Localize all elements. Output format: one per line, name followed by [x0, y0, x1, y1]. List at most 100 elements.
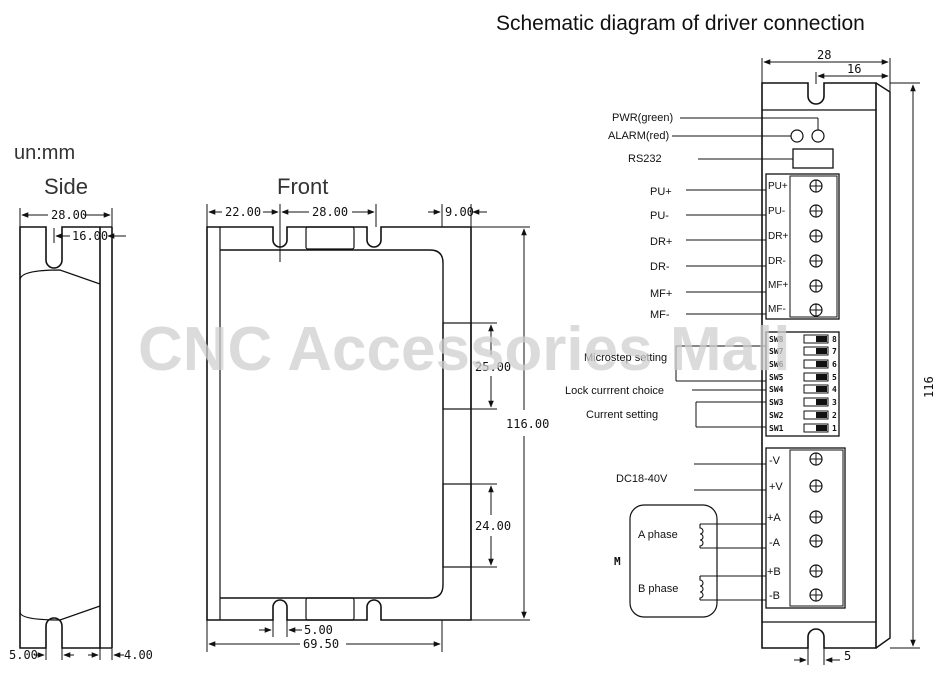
diagram-title: Schematic diagram of driver connection — [496, 12, 865, 35]
front-dim-slot: 5.00 — [304, 623, 333, 637]
switch-number: 7 — [832, 347, 837, 356]
terminal-row-neg-b: -B — [700, 588, 823, 602]
side-dim-bottom-left: 5.00 — [9, 648, 38, 662]
terminal-pin-label: PU+ — [768, 181, 788, 192]
side-dim-bottom-right: 4.00 — [124, 648, 153, 662]
signal-label: DR- — [650, 261, 670, 273]
rs232-label: RS232 — [628, 153, 662, 165]
rs232-port-icon — [792, 148, 834, 169]
signal-row-dr-plus: DR+ DR+ — [650, 229, 823, 248]
switch-label: SW8 — [769, 335, 784, 344]
dip-switch-sw3: SW3 3 — [769, 397, 837, 407]
signal-label: PU+ — [650, 186, 672, 198]
switch-number: 3 — [832, 398, 837, 407]
stepper-motor: A phase B phase M — [614, 504, 718, 618]
side-label: Side — [44, 174, 88, 199]
terminal-pin-label: MF- — [768, 304, 786, 315]
front-dim-upper: 25.00 — [475, 360, 511, 374]
switch-number: 6 — [832, 360, 837, 369]
signal-row-mf-plus: MF+ MF+ — [650, 279, 823, 300]
switch-number: 5 — [832, 373, 837, 382]
screw-terminal-icon — [809, 179, 823, 193]
side-dim-width: 28.00 — [51, 208, 87, 222]
signal-row-pu-minus: PU- PU- — [650, 204, 823, 222]
terminal-pin-label: -B — [769, 590, 780, 602]
watermark-text: CNC Accessories Mall — [138, 315, 790, 384]
terminal-pin-label: +B — [767, 566, 781, 578]
switch-label: SW5 — [769, 373, 784, 382]
side-view: Side 28.00 16.00 5.00 4.00 — [9, 174, 153, 662]
pwr-led-label: PWR(green) — [612, 112, 673, 124]
dip-switch-sw5: SW5 5 — [769, 372, 837, 382]
alarm-led-icon — [790, 129, 804, 143]
screw-terminal-icon — [809, 588, 823, 602]
unit-label: un:mm — [14, 142, 75, 164]
signal-row-dr-minus: DR- DR- — [650, 254, 823, 273]
screw-terminal-icon — [809, 510, 823, 524]
current-setting-label: Current setting — [586, 409, 658, 421]
screw-terminal-icon — [809, 479, 823, 493]
power-terminals: -V +V +A -A +B — [694, 452, 823, 602]
side-dim-notch: 16.00 — [72, 229, 108, 243]
terminal-row-pos-b: +B — [700, 564, 823, 578]
front-dim-width: 69.50 — [303, 637, 339, 651]
screw-terminal-icon — [809, 254, 823, 268]
front-dim-center: 28.00 — [312, 205, 348, 219]
dip-switch-sw8: SW8 8 — [769, 334, 837, 344]
front-view: Front 22.00 28.00 9.00 116.00 25.00 — [206, 174, 549, 652]
driver-dim-height: 116 — [922, 376, 936, 398]
terminal-row-pos-a: +A — [700, 510, 823, 525]
front-dim-left: 22.00 — [225, 205, 261, 219]
terminal-pin-label: +A — [767, 512, 781, 524]
switch-label: SW3 — [769, 398, 784, 407]
phase-a-label: A phase — [638, 529, 678, 541]
screw-terminal-icon — [809, 303, 823, 317]
signal-row-pu-plus: PU+ PU+ — [650, 179, 823, 198]
switch-number: 2 — [832, 411, 837, 420]
terminal-row-pos-v: +V — [694, 479, 823, 493]
terminal-row-neg-v: -V — [694, 452, 823, 467]
dip-switch-block — [765, 331, 840, 437]
coil-b-icon — [699, 576, 704, 600]
switch-label: SW6 — [769, 360, 784, 369]
dip-switch-sw7: SW7 7 — [769, 346, 837, 356]
terminal-pin-label: +V — [769, 481, 783, 493]
screw-terminal-icon — [809, 452, 823, 466]
signal-label: PU- — [650, 210, 669, 222]
switch-number: 1 — [832, 424, 837, 433]
screw-terminal-icon — [809, 564, 823, 578]
terminal-pin-label: PU- — [768, 206, 785, 217]
switch-label: SW7 — [769, 347, 784, 356]
power-supply-label: DC18-40V — [616, 473, 668, 485]
front-dim-height: 116.00 — [506, 417, 549, 431]
front-dim-lower: 24.00 — [475, 519, 511, 533]
screw-terminal-icon — [809, 534, 823, 548]
lock-current-label: Lock currrent choice — [565, 385, 664, 397]
phase-b-label: B phase — [638, 583, 678, 595]
dip-switch-sw6: SW6 6 — [769, 359, 837, 369]
coil-a-icon — [699, 524, 704, 548]
pwr-led-icon — [811, 129, 825, 143]
driver-dim-width: 28 — [817, 48, 831, 62]
driver-dim-bottom: 5 — [844, 649, 851, 663]
terminal-pin-label: DR+ — [768, 231, 788, 242]
switch-number: 4 — [832, 385, 837, 394]
screw-terminal-icon — [809, 279, 823, 293]
driver-dim-inner: 16 — [847, 62, 861, 76]
signal-label: DR+ — [650, 236, 672, 248]
alarm-led-label: ALARM(red) — [608, 130, 669, 142]
screw-terminal-icon — [809, 229, 823, 243]
terminal-pin-label: -A — [769, 537, 781, 549]
screw-terminal-icon — [809, 204, 823, 218]
signal-row-mf-minus: MF- MF- — [650, 303, 823, 321]
signal-label: MF- — [650, 309, 670, 321]
switch-number: 8 — [832, 335, 837, 344]
front-dim-right: 9.00 — [445, 205, 474, 219]
terminal-row-neg-a: -A — [700, 534, 823, 549]
driver-schematic: 28 16 116 5 PWR(green) ALARM(red) RS232 … — [565, 48, 936, 665]
signal-label: MF+ — [650, 288, 672, 300]
microstep-setting-label: Microstep setting — [584, 352, 667, 364]
